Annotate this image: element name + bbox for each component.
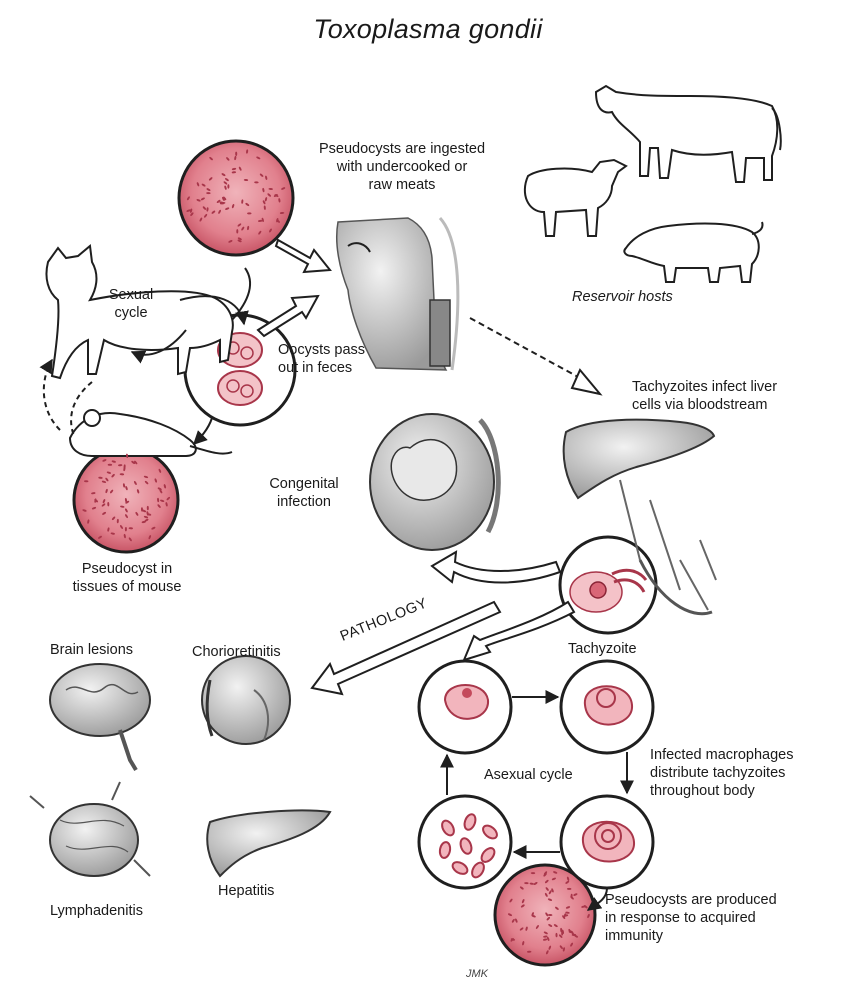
bradyzoite-dot: [247, 212, 251, 214]
lymph-node-illustration: [30, 782, 150, 876]
label-chorioretinitis: Chorioretinitis: [192, 643, 322, 661]
label-asexual-cycle: Asexual cycle: [484, 766, 604, 784]
brain-illustration: [50, 664, 150, 770]
label-sexual-cycle: Sexual cycle: [96, 286, 166, 322]
artist-signature: JMK: [466, 968, 488, 980]
label-reservoir-hosts: Reservoir hosts: [572, 288, 712, 306]
bradyzoite-dot: [235, 152, 237, 156]
label-hepatitis: Hepatitis: [218, 882, 318, 900]
diagram-title: Toxoplasma gondii: [0, 14, 856, 45]
label-congenital-infection: Congenital infection: [254, 475, 354, 511]
label-tachyzoite: Tachyzoite: [568, 640, 668, 658]
eye-illustration: [202, 656, 290, 744]
sheep-illustration: [525, 160, 626, 236]
cyst-bradyzoite-dots: [82, 149, 590, 955]
label-brain-lesions: Brain lesions: [50, 641, 170, 659]
label-lymphadenitis: Lymphadenitis: [50, 902, 180, 920]
mouse-illustration: [70, 410, 232, 456]
label-pseudocyst-mouse: Pseudocyst in tissues of mouse: [52, 560, 202, 596]
label-tachyzoites-liver: Tachyzoites infect liver cells via blood…: [632, 378, 832, 414]
tachyzoite-circle: [560, 537, 656, 633]
hepatitis-liver-illustration: [207, 810, 330, 876]
pig-illustration: [624, 222, 762, 282]
label-oocysts: Oocysts pass out in feces: [278, 341, 398, 377]
label-macrophages: Infected macrophages distribute tachyzoi…: [650, 746, 850, 800]
label-pseudocysts-produced: Pseudocysts are produced in response to …: [605, 891, 835, 945]
fetus-illustration: [370, 414, 498, 550]
label-pseudocysts-ingested: Pseudocysts are ingested with undercooke…: [282, 140, 522, 194]
bradyzoite-dot: [227, 184, 229, 188]
